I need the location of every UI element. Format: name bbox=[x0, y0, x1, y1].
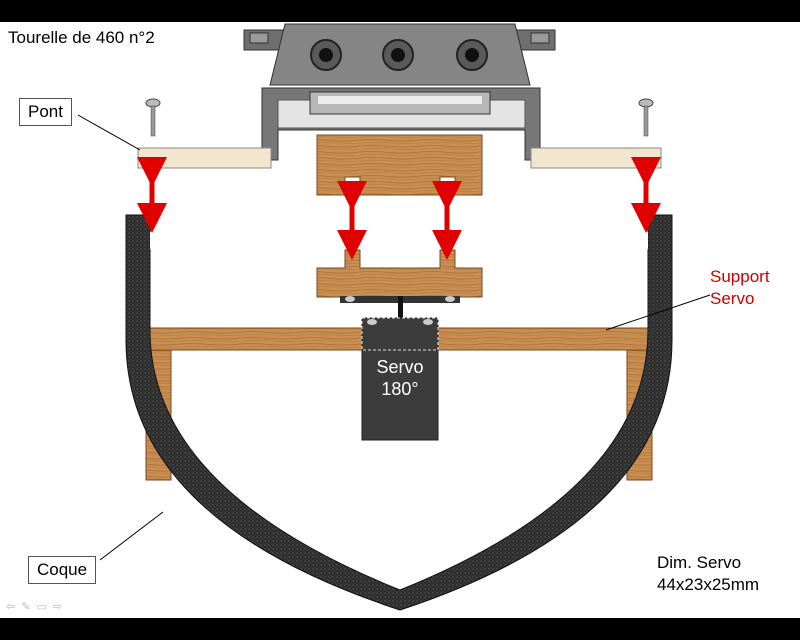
label-servo: Servo 180° bbox=[362, 356, 438, 400]
turret-housing bbox=[243, 23, 556, 86]
slide-nav: ⇦✎▭⇨ bbox=[6, 600, 68, 613]
deck-right bbox=[530, 147, 662, 169]
screw-left-icon bbox=[145, 98, 161, 137]
servo-label-line2: 180° bbox=[381, 379, 419, 399]
label-support-servo: Support Servo bbox=[710, 266, 770, 310]
label-pont: Pont bbox=[19, 98, 72, 126]
hull-notch-left bbox=[150, 232, 155, 250]
servo-horn-block bbox=[316, 249, 483, 298]
turret-ring bbox=[261, 87, 541, 161]
support-leader-line bbox=[605, 294, 711, 331]
coque-leader-line bbox=[99, 511, 164, 561]
turret-wood-block bbox=[316, 134, 483, 196]
label-servo-dimensions: Dim. Servo 44x23x25mm bbox=[657, 552, 759, 596]
pen-icon[interactable]: ✎ bbox=[21, 601, 37, 613]
label-coque: Coque bbox=[28, 556, 97, 584]
pont-leader-line bbox=[77, 114, 141, 151]
arrow-right-icon[interactable]: ⇨ bbox=[52, 601, 69, 613]
menu-icon[interactable]: ▭ bbox=[36, 601, 53, 613]
dim-label-line2: 44x23x25mm bbox=[657, 575, 760, 594]
support-label-line2: Servo bbox=[710, 289, 755, 308]
servo-screw-icon bbox=[345, 296, 455, 325]
arrow-left-icon[interactable]: ⇦ bbox=[6, 601, 22, 613]
servo-label-line1: Servo bbox=[376, 357, 424, 377]
dim-label-line1: Dim. Servo bbox=[657, 553, 742, 572]
assembly-arrows bbox=[137, 157, 661, 260]
deck-left bbox=[137, 147, 272, 169]
screw-right-icon bbox=[638, 98, 654, 137]
servo-mount-outline bbox=[361, 317, 439, 351]
support-label-line1: Support bbox=[710, 267, 770, 286]
servo-shaft bbox=[398, 296, 403, 318]
hull-notch-right bbox=[643, 232, 648, 250]
slide-title: Tourelle de 460 n°2 bbox=[8, 28, 155, 47]
servo-body bbox=[361, 317, 439, 441]
